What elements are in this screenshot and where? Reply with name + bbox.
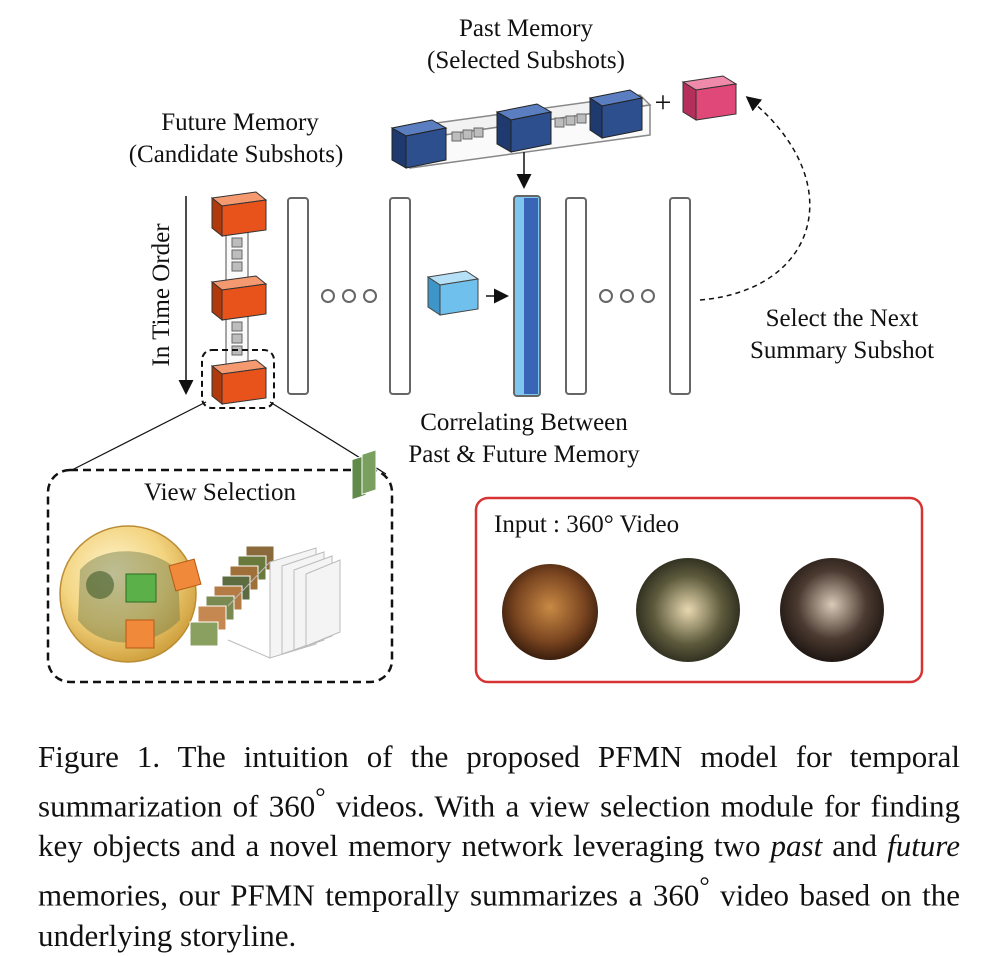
view-patch-orange <box>125 619 155 649</box>
correlating-line2: Past & Future Memory <box>408 441 640 468</box>
query-cube <box>426 270 480 316</box>
figure-caption: Figure 1. The intuition of the proposed … <box>38 737 960 956</box>
past-cube-3 <box>588 89 644 139</box>
ellipsis-dots-left <box>321 289 377 303</box>
correlating-line1: Correlating Between <box>420 409 628 436</box>
input-video-title: Input : 360° Video <box>494 511 680 538</box>
caption-prefix: Figure 1. The intuition of the proposed … <box>38 739 960 824</box>
select-next-line1: Select the Next <box>765 305 919 332</box>
future-cube-1 <box>210 191 268 238</box>
ellipsis-dots-right <box>599 289 655 303</box>
memory-column-3 <box>565 197 587 395</box>
sphere-illustration <box>59 525 202 663</box>
video-frame-3 <box>780 558 884 662</box>
video-frame-1 <box>502 564 598 660</box>
figure-diagram: Past Memory (Selected Subshots) Future M… <box>46 15 935 684</box>
caption-and: and <box>822 828 888 864</box>
memory-columns <box>287 195 691 397</box>
past-memory-title: Past Memory <box>458 15 594 42</box>
caption-part3: memories, our PFMN temporally summarizes… <box>38 877 700 913</box>
select-next-line2: Summary Subshot <box>749 337 935 364</box>
future-memory-subtitle: (Candidate Subshots) <box>128 141 344 168</box>
figure-canvas <box>46 75 924 684</box>
zoom-line-left <box>63 401 207 475</box>
past-memory-stack <box>390 89 652 169</box>
caption-future: future <box>887 828 960 864</box>
future-cube-3 <box>210 359 268 406</box>
future-memory-stack <box>201 191 275 409</box>
memory-column-2 <box>389 197 411 395</box>
view-patch-green <box>125 573 157 603</box>
cnn-block <box>227 547 341 659</box>
memory-column-1 <box>287 197 309 395</box>
view-selection-highlight <box>201 349 275 409</box>
output-patches <box>351 449 377 501</box>
caption-past: past <box>770 828 823 864</box>
past-memory-subtitle: (Selected Subshots) <box>427 47 625 74</box>
selected-subshot-cube <box>681 75 738 121</box>
plus-sign: + <box>654 86 672 119</box>
time-order-label: In Time Order <box>148 223 175 367</box>
memory-column-4 <box>669 197 691 395</box>
future-cube-2 <box>210 275 268 322</box>
future-memory-title: Future Memory <box>161 109 319 136</box>
view-selection-title: View Selection <box>144 479 296 506</box>
view-patch-orange-2 <box>168 558 202 592</box>
active-memory-column-fill <box>524 198 538 394</box>
image-patch-stack <box>189 545 275 647</box>
caption-degree-1: ° <box>315 782 326 811</box>
past-cube-1 <box>390 119 448 169</box>
caption-part2: videos. With a view selection module for… <box>38 788 961 864</box>
video-frame-2 <box>636 558 740 662</box>
caption-degree-2: ° <box>699 871 710 901</box>
past-cube-2 <box>495 103 553 153</box>
select-next-arrow <box>699 96 811 301</box>
